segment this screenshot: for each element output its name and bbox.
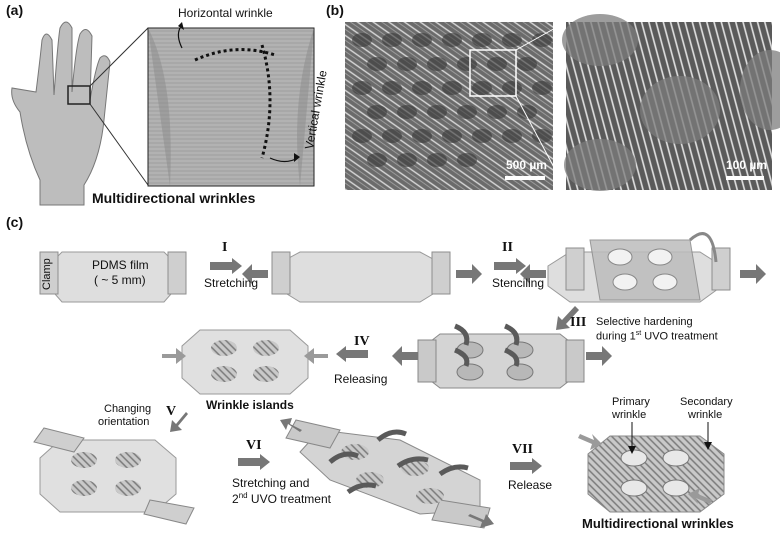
step-4-number: IV <box>354 334 370 349</box>
hand-photo <box>11 21 111 206</box>
clamp-left-1 <box>39 251 59 295</box>
panel-c-letter: (c) <box>6 214 24 230</box>
scale-label-100: 100 µm <box>726 158 767 172</box>
clamp-right-1 <box>167 251 187 295</box>
final-caption: Multidirectional wrinkles <box>582 516 734 531</box>
zoom-line-bottom <box>89 103 149 186</box>
step-2-number: II <box>502 240 513 255</box>
step-6-line1: Stretching and <box>232 476 310 490</box>
panel-b-letter: (b) <box>326 2 344 18</box>
step-5-line2: orientation <box>98 416 150 428</box>
arrow-step-1 <box>210 258 242 274</box>
pdms-film-uvo-1 <box>392 323 612 389</box>
step-3-line2: during 1st UVO treatment <box>596 330 718 343</box>
step-1-label: Stretching <box>204 276 259 290</box>
vertical-wrinkle-dotted <box>260 44 272 159</box>
secondary-wrinkle-line1: Secondary <box>680 396 733 408</box>
sem-zoom-islands <box>562 14 780 191</box>
sem-zoom-line-top <box>515 21 567 51</box>
primary-wrinkle-line2: wrinkle <box>612 409 647 421</box>
horizontal-wrinkle-label: Horizontal wrinkle <box>178 6 273 20</box>
scale-bar-100 <box>726 176 764 180</box>
sem-zoom-line-bottom <box>515 95 567 191</box>
film-label: PDMS film <box>92 258 149 272</box>
zoom-box-hand <box>67 85 91 105</box>
step-6-line2: 2nd UVO treatment <box>232 491 331 506</box>
step-2-label: Stenciling <box>492 276 545 290</box>
islands-caption: Wrinkle islands <box>206 398 294 412</box>
pdms-film-stretched <box>242 251 482 303</box>
sem-zoom-box <box>469 49 517 97</box>
wrinkle-islands-film <box>162 329 328 395</box>
clamp-label: Clamp <box>41 258 53 290</box>
arrow-step-2 <box>494 258 526 274</box>
sem-island-grid <box>352 33 552 167</box>
pdms-film-uvo-2 <box>280 418 494 529</box>
pdms-film-stenciling <box>520 232 766 303</box>
step-5-number: V <box>166 404 177 419</box>
horizontal-arrow <box>177 27 183 49</box>
arrow-step-6 <box>238 454 270 470</box>
step-4-label: Releasing <box>334 372 388 386</box>
skin-zoom-image <box>147 27 315 187</box>
step-1-number: I <box>222 240 228 255</box>
scale-bar-500 <box>505 176 545 180</box>
arrow-step-5 <box>170 412 188 432</box>
film-thickness-label: ( ~ 5 mm) <box>94 273 146 287</box>
step-5-line1: Changing <box>104 403 152 415</box>
horizontal-wrinkle-dotted <box>194 48 276 62</box>
panel-a-caption: Multidirectional wrinkles <box>92 190 256 206</box>
secondary-wrinkle-line2: wrinkle <box>688 409 723 421</box>
step-3-number: III <box>570 315 587 330</box>
multidirectional-film <box>578 422 725 513</box>
pdms-film-initial <box>39 251 187 303</box>
arrow-step-3 <box>556 306 579 330</box>
zoom-line-top <box>89 27 149 87</box>
step-6-number: VI <box>246 438 262 453</box>
step-3-line1: Selective hardening <box>596 316 693 328</box>
arrow-step-4 <box>336 346 368 362</box>
panel-a-letter: (a) <box>6 2 24 18</box>
scale-label-500: 500 µm <box>506 158 547 172</box>
pdms-film-rotated <box>33 427 195 525</box>
arrow-step-7 <box>510 458 542 474</box>
step-7-label: Release <box>508 478 553 492</box>
primary-wrinkle-line1: Primary <box>612 396 650 408</box>
step-7-number: VII <box>512 442 534 457</box>
